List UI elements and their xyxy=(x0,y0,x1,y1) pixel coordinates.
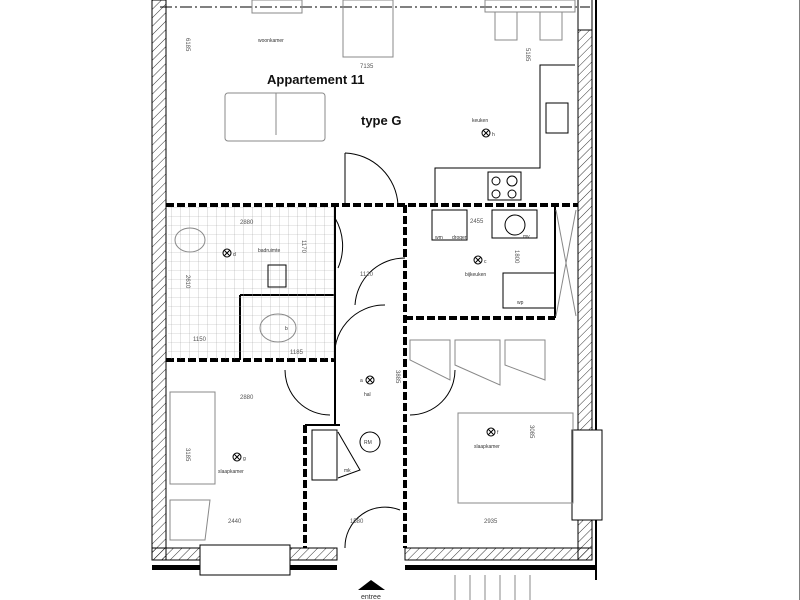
window xyxy=(199,544,291,576)
stove xyxy=(487,171,522,201)
washing-machine xyxy=(431,209,468,241)
entrance-arrow xyxy=(358,580,385,590)
dimension: 1150 xyxy=(193,337,207,343)
light-label: c xyxy=(484,259,487,265)
light-label: b xyxy=(285,326,288,332)
dimension: 3185 xyxy=(184,448,190,462)
room-label-bijkeuken: bijkeuken xyxy=(465,272,486,278)
sink xyxy=(545,102,569,134)
dimension: 2440 xyxy=(228,519,242,525)
label-rm: RM xyxy=(364,440,372,446)
light-icon xyxy=(473,255,483,265)
heat-pump xyxy=(502,272,556,309)
light-icon xyxy=(365,375,375,385)
label-mk: mk xyxy=(344,468,351,474)
dimension: 6185 xyxy=(184,38,190,52)
double-bed xyxy=(457,412,574,504)
dimension: 7135 xyxy=(360,64,374,70)
furniture xyxy=(169,0,577,600)
dimension: 1185 xyxy=(290,350,304,356)
room-label-keuken: keuken xyxy=(472,118,488,124)
smoke-detector-icon xyxy=(359,431,381,453)
toilet xyxy=(174,227,206,253)
light-label: a xyxy=(360,378,363,384)
dimension: 3085 xyxy=(528,425,534,439)
light-icon xyxy=(486,427,496,437)
dimension: 3885 xyxy=(394,370,400,384)
room-label-woonkamer: woonkamer xyxy=(258,38,284,44)
sofa xyxy=(224,92,326,142)
dimension: 2880 xyxy=(240,395,254,401)
dimension: 1580 xyxy=(350,519,364,525)
light-label: d xyxy=(233,252,236,258)
room-label-slaapkamer-right: slaapkamer xyxy=(474,444,500,450)
sofa-top xyxy=(342,0,394,58)
label-mv: mv xyxy=(523,234,530,240)
light-icon xyxy=(481,128,491,138)
dimension: 2935 xyxy=(484,519,498,525)
apartment-title: Appartement 11 xyxy=(267,72,365,87)
doors xyxy=(284,152,456,590)
light-icon xyxy=(222,248,232,258)
dimension: 2610 xyxy=(184,275,190,289)
outer-walls xyxy=(151,0,603,580)
toilet xyxy=(259,313,297,343)
dimension: 5185 xyxy=(524,48,530,62)
washbasin xyxy=(267,264,287,288)
light-label: f xyxy=(497,430,499,436)
ventilation-unit xyxy=(491,209,538,239)
label-wm: wm xyxy=(435,235,443,241)
room-label-badruimte: badruimte xyxy=(258,248,280,254)
window xyxy=(571,429,603,521)
entrance-label: entree xyxy=(361,594,381,600)
light-label: h xyxy=(492,132,495,138)
kitchen-counter xyxy=(434,0,576,205)
room-label-slaapkamer-left: slaapkamer xyxy=(218,469,244,475)
label-droger: droger xyxy=(452,235,467,241)
apartment-type: type G xyxy=(361,113,401,128)
meter-cabinet xyxy=(311,429,338,481)
light-icon xyxy=(232,452,242,462)
dimension: 1170 xyxy=(300,240,306,254)
dimension: 2880 xyxy=(240,220,254,226)
light-fixtures: h d c a f g b xyxy=(222,128,499,462)
room-labels: woonkamer keuken badruimte bijkeuken wm … xyxy=(218,38,530,475)
light-label: g xyxy=(243,456,246,462)
dimension: 2455 xyxy=(470,219,484,225)
room-label-hal: hal xyxy=(364,392,371,398)
bathroom-tiles xyxy=(168,207,334,359)
label-wp: wp xyxy=(517,300,524,306)
dimension: 1120 xyxy=(360,272,374,278)
single-bed xyxy=(169,391,216,485)
dimension-labels: 7135 6185 5185 2880 1170 2610 1150 1185 … xyxy=(184,38,534,525)
dimension: 1800 xyxy=(513,250,519,264)
